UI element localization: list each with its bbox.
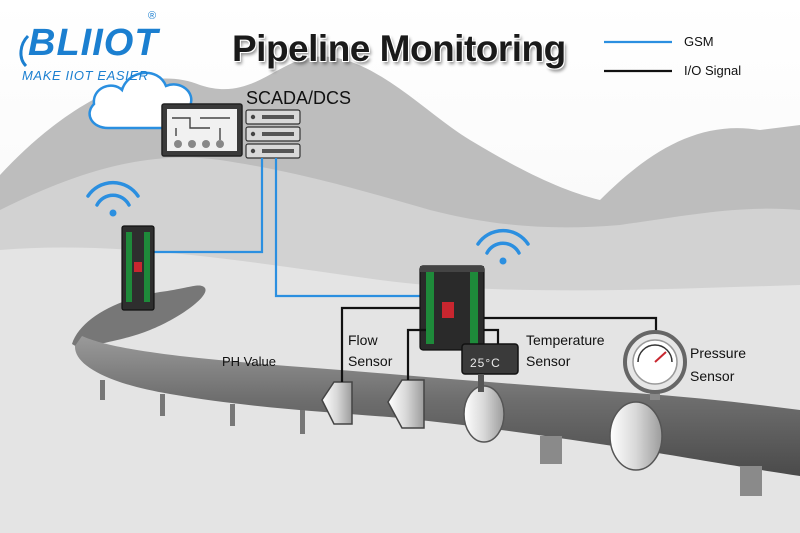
flow-sensor-label: Flow Sensor	[348, 330, 392, 372]
rtu-device-icon	[419, 265, 485, 351]
pipe-collars	[463, 385, 663, 471]
logo-slogan: MAKE IIOT EASIER	[22, 68, 149, 83]
ph-value-label: PH Value	[222, 354, 276, 369]
pressure-sensor-label: Pressure Sensor	[690, 342, 746, 388]
logo-arc	[19, 34, 30, 68]
rtu-device-icon	[121, 225, 155, 311]
flow-sensor-icon	[321, 379, 425, 429]
pressure-gauge-icon	[623, 330, 687, 400]
scada-monitor-icon	[161, 103, 243, 157]
temperature-sensor-label: Temperature Sensor	[526, 330, 605, 372]
wifi-icon	[476, 228, 530, 265]
pressure-sensor-label-line1: Pressure	[690, 345, 747, 361]
wifi-icon	[86, 180, 140, 217]
temperature-display-icon	[461, 343, 519, 392]
pressure-sensor-label-line2: Sensor	[690, 368, 735, 384]
logo-name: BLIIOT	[28, 22, 159, 64]
page-title: Pipeline Monitoring	[232, 28, 566, 69]
temperature-readout: 25°C	[470, 356, 501, 370]
flow-sensor-label-line1: Flow	[348, 332, 378, 348]
legend-gsm-label: GSM	[684, 34, 714, 49]
server-rack-icon	[245, 109, 301, 159]
logo-registered-mark: ®	[148, 10, 157, 22]
legend-io-label: I/O Signal	[684, 63, 742, 78]
flow-sensor-label-line2: Sensor	[348, 353, 393, 369]
gsm-links	[150, 158, 420, 298]
temperature-sensor-label-line1: Temperature	[526, 332, 605, 348]
temperature-sensor-label-line2: Sensor	[526, 353, 571, 369]
scada-label: SCADA/DCS	[246, 88, 352, 108]
